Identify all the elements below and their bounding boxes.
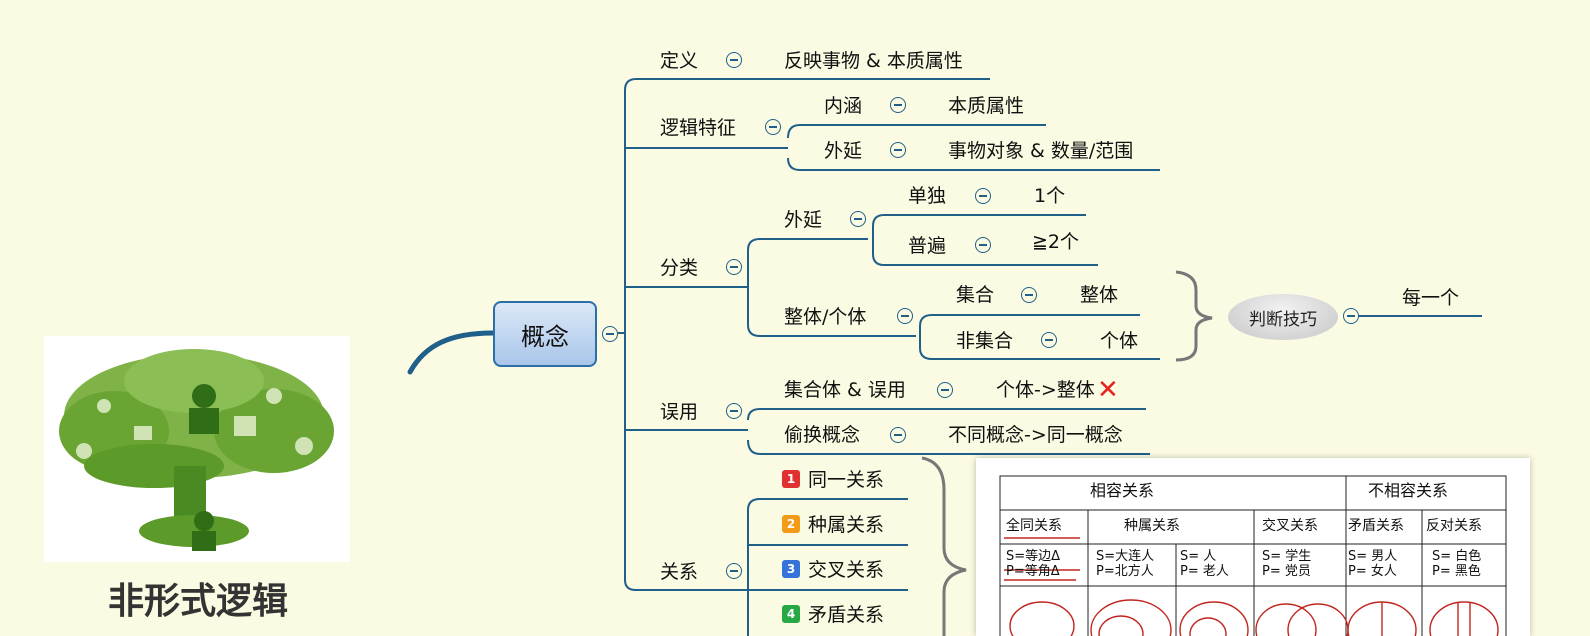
table-cell: S=等边Δ (1006, 549, 1061, 564)
table-header-incompatible: 不相容关系 (1368, 481, 1449, 500)
node-skill-child[interactable]: 每一个 (1402, 287, 1460, 309)
collapse-icon[interactable] (726, 52, 742, 68)
node-logic[interactable]: 逻辑特征 (660, 117, 737, 139)
node-definition[interactable]: 定义 (660, 50, 699, 72)
priority-4-icon: 4 (782, 605, 800, 623)
node-single-child[interactable]: 1个 (1034, 185, 1066, 207)
collapse-icon[interactable] (937, 382, 953, 398)
collapse-icon[interactable] (975, 237, 991, 253)
node-waiyan-child[interactable]: 事物对象 & 数量/范围 (948, 140, 1134, 162)
node-whole[interactable]: 整体/个体 (784, 306, 867, 328)
node-general[interactable]: 普遍 (908, 235, 947, 257)
node-relation-1[interactable]: 同一关系 (808, 469, 885, 491)
node-classify[interactable]: 分类 (660, 257, 699, 279)
node-general-child[interactable]: ≧2个 (1032, 231, 1080, 253)
table-col-3: 交叉关系 (1262, 518, 1318, 534)
node-relation-2[interactable]: 种属关系 (808, 514, 885, 536)
node-definition-child[interactable]: 反映事物 & 本质属性 (784, 50, 963, 72)
collapse-icon[interactable] (726, 403, 742, 419)
collapse-icon[interactable] (1343, 308, 1359, 324)
node-collective-child[interactable]: 个体->整体 (996, 379, 1095, 401)
node-nonset-child[interactable]: 个体 (1100, 330, 1139, 352)
collapse-icon[interactable] (765, 119, 781, 135)
node-neihan[interactable]: 内涵 (824, 95, 863, 117)
node-relation-3[interactable]: 交叉关系 (808, 559, 885, 581)
collapse-icon[interactable] (1041, 332, 1057, 348)
table-cell: S=大连人 (1096, 549, 1155, 564)
node-relation[interactable]: 关系 (660, 561, 699, 583)
table-cell: S= 学生 (1262, 549, 1312, 564)
table-cell: P= 党员 (1262, 564, 1311, 579)
table-col-5: 反对关系 (1426, 518, 1482, 534)
table-cell: P=等角Δ (1006, 564, 1060, 579)
node-neihan-child[interactable]: 本质属性 (948, 95, 1025, 117)
page-title: 非形式逻辑 (108, 581, 289, 622)
table-cell: S= 白色 (1432, 549, 1482, 564)
node-relation-4[interactable]: 矛盾关系 (808, 604, 885, 626)
table-cell: P= 黑色 (1432, 564, 1481, 579)
table-col-1: 全同关系 (1006, 518, 1062, 534)
node-set[interactable]: 集合 (956, 284, 995, 306)
node-misuse[interactable]: 误用 (660, 401, 699, 423)
collapse-icon[interactable] (850, 211, 866, 227)
relation-table-grid (999, 475, 1507, 636)
collapse-icon[interactable] (890, 97, 906, 113)
table-header-compatible: 相容关系 (1090, 481, 1155, 500)
node-collective[interactable]: 集合体 & 误用 (784, 379, 906, 401)
collapse-icon[interactable] (890, 427, 906, 443)
node-set-child[interactable]: 整体 (1080, 284, 1119, 306)
collapse-icon[interactable] (897, 308, 913, 324)
collapse-icon[interactable] (890, 142, 906, 158)
cross-icon: ✕ (1097, 375, 1119, 405)
collapse-icon[interactable] (726, 563, 742, 579)
collapse-icon[interactable] (602, 326, 618, 342)
priority-1-icon: 1 (782, 470, 800, 488)
node-single[interactable]: 单独 (908, 185, 947, 207)
node-nonset[interactable]: 非集合 (956, 330, 1014, 352)
node-classify-waiyan[interactable]: 外延 (784, 209, 823, 231)
table-cell: P=北方人 (1096, 564, 1154, 579)
collapse-icon[interactable] (1021, 287, 1037, 303)
node-skill[interactable]: 判断技巧 (1228, 294, 1338, 340)
table-col-4: 矛盾关系 (1348, 518, 1404, 534)
table-cell: S= 男人 (1348, 549, 1398, 564)
priority-2-icon: 2 (782, 515, 800, 533)
node-swap-child[interactable]: 不同概念->同一概念 (948, 424, 1123, 446)
table-col-2: 种属关系 (1124, 518, 1180, 534)
collapse-icon[interactable] (975, 188, 991, 204)
central-node[interactable]: 概念 (493, 301, 597, 367)
node-swap[interactable]: 偷换概念 (784, 424, 861, 446)
priority-3-icon: 3 (782, 560, 800, 578)
collapse-icon[interactable] (726, 259, 742, 275)
relation-table: 相容关系 不相容关系 全同关系 种属关系 交叉关系 矛盾关系 反对关系 S=等边… (976, 458, 1530, 636)
table-cell: P= 女人 (1348, 564, 1397, 579)
node-waiyan[interactable]: 外延 (824, 140, 863, 162)
table-cell: S= 人 (1180, 549, 1217, 564)
table-cell: P= 老人 (1180, 564, 1229, 579)
tree-illustration (44, 336, 350, 562)
